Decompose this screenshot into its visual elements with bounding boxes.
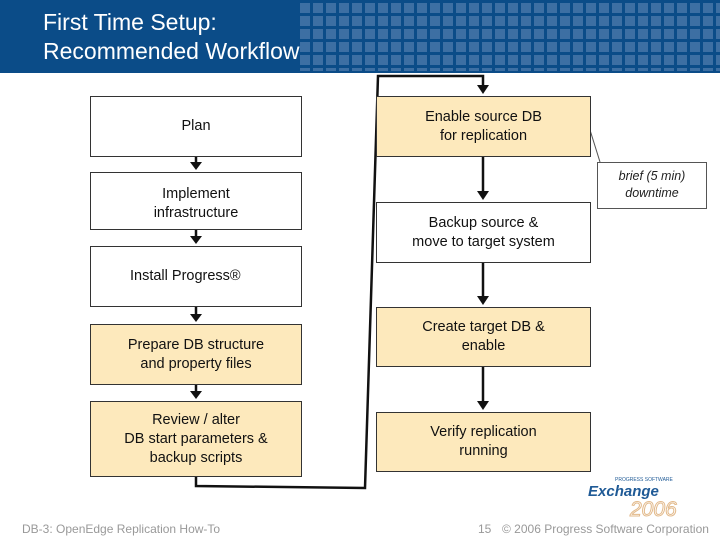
step-verify-replication: Verify replication running [376,412,591,472]
step-review-parameters: Review / alter DB start parameters & bac… [90,401,302,477]
step-enable-source-db: Enable source DB for replication [376,96,591,157]
footer-copyright: © 2006 Progress Software Corporation [502,522,709,536]
downtime-note: brief (5 min) downtime [597,162,707,209]
step-create-target-db: Create target DB & enable [376,307,591,367]
footer-session: DB-3: OpenEdge Replication How-To [22,522,221,536]
logo-small-text: PROGRESS SOFTWARE [615,477,673,483]
page-number: 15 [478,522,492,536]
step-backup-source: Backup source & move to target system [376,202,591,263]
step-install-progress: Install Progress® [90,246,302,307]
logo-year: 2006 [630,498,678,521]
header-banner [0,0,720,73]
title-line-1: First Time Setup: [43,9,217,35]
exchange-logo: PROGRESS SOFTWARE Exchange 2006 [585,477,705,521]
slide-title: First Time Setup: Recommended Workflow [43,8,300,66]
step-plan: Plan [90,96,302,157]
header-pattern [300,3,720,71]
step-prepare-db: Prepare DB structure and property files [90,324,302,385]
title-line-2: Recommended Workflow [43,38,300,64]
logo-exchange-word: Exchange [588,483,659,500]
step-implement-infrastructure: Implement infrastructure [90,172,302,230]
